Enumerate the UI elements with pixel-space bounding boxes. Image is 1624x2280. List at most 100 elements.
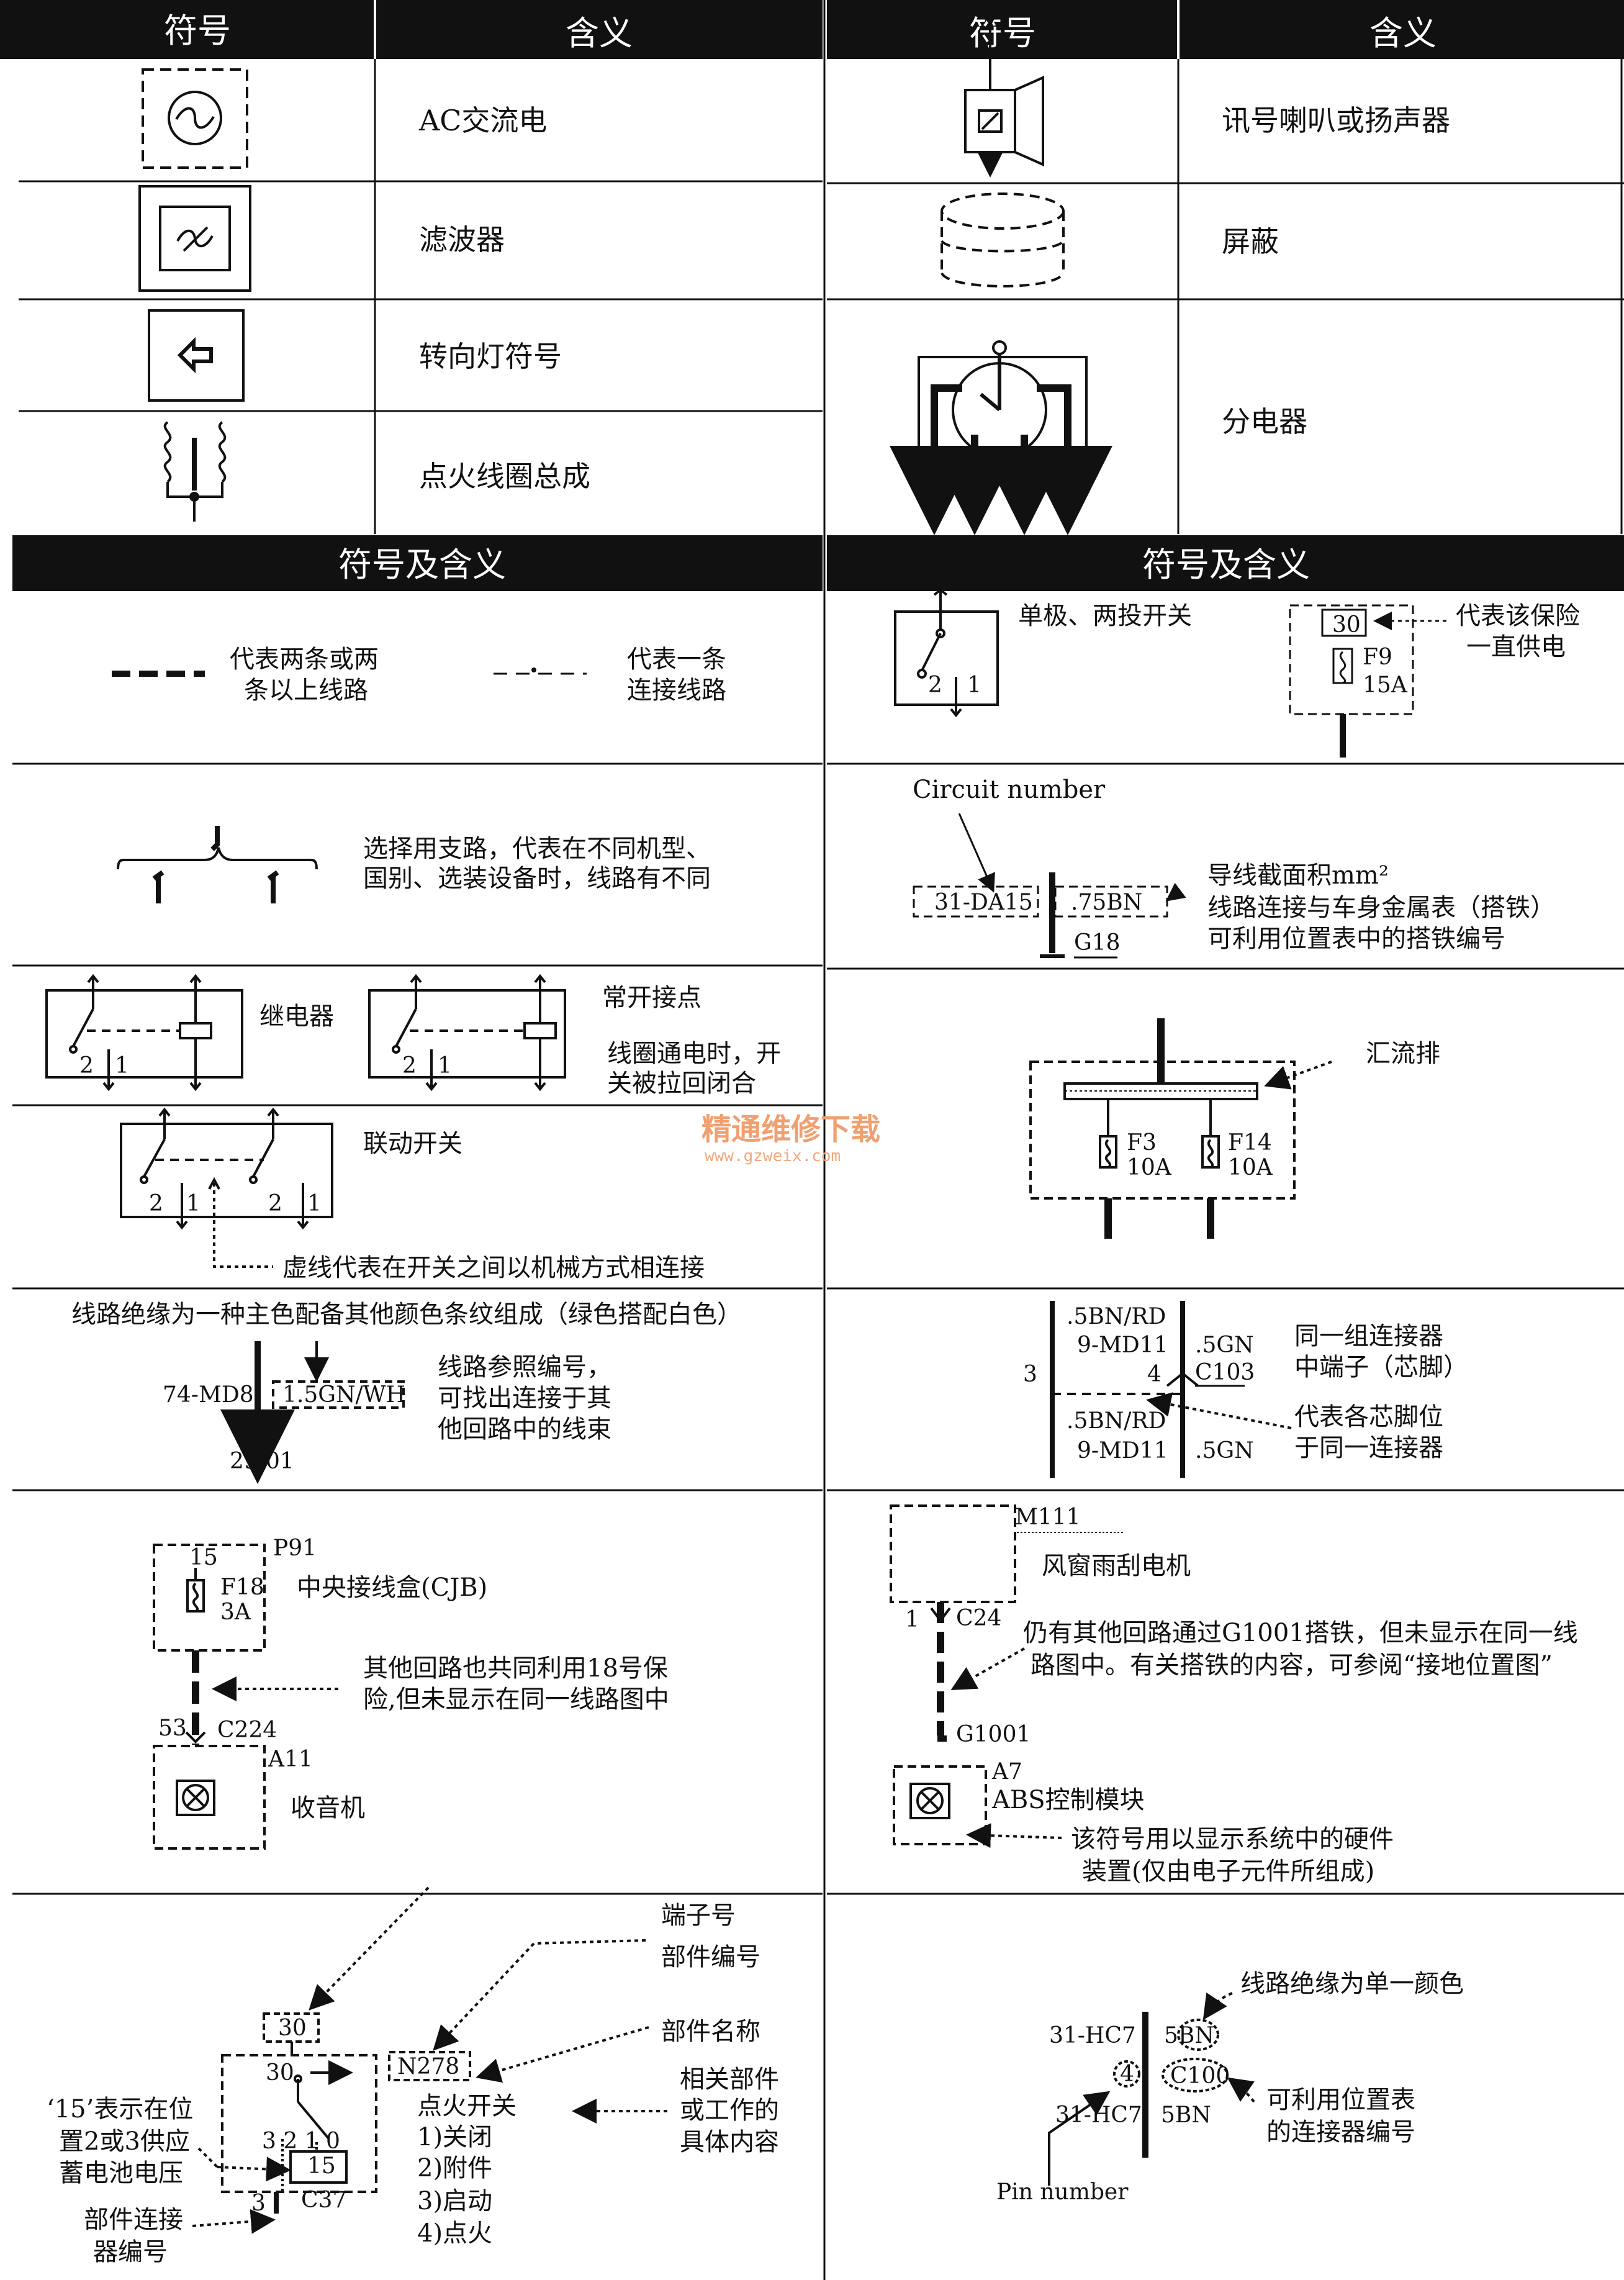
relay-note-1: 线圈通电时，开: [607, 1039, 781, 1068]
wire-single-symbol: [494, 667, 587, 675]
busbar-f1-name: F3: [1127, 1130, 1157, 1156]
relay-no-pin2: 2: [402, 1053, 417, 1079]
cjb-rating: 3A: [220, 1599, 251, 1625]
distributor-meaning: 分电器: [1222, 405, 1307, 438]
ign-related-2: 或工作的: [680, 2096, 779, 2125]
insulation-from: 74-MD8: [163, 1382, 254, 1408]
ign-conn-note-2: 器编号: [93, 2238, 168, 2266]
filter-icon: [138, 185, 251, 292]
ignition-coil-icon: [163, 421, 227, 522]
cjb-pin: 15: [189, 1545, 218, 1570]
distributor-icon: [890, 340, 1112, 535]
ign-inner-pin: 30: [266, 2060, 294, 2086]
circuit-ground: G18: [1074, 930, 1121, 956]
wire-single-label-1: 代表一条: [627, 645, 726, 674]
circuit-code: 31-DA15: [934, 890, 1033, 915]
ign-part-no: 部件编号: [661, 1943, 760, 1971]
wiper-connector: C24: [956, 1606, 1001, 1631]
ign-pin15: 15: [307, 2153, 336, 2179]
busbar-label: 汇流排: [1366, 1039, 1440, 1068]
insulation-to: 29-01: [230, 1449, 294, 1474]
section-right-header-bar: [827, 535, 1624, 591]
cjb-name: 中央接线盒(CJB): [297, 1573, 487, 1602]
ign-terminal-no: 端子号: [661, 1901, 736, 1930]
single-left-top: 31-HC7: [1049, 2023, 1136, 2048]
watermark-line1: 精通维修下载: [701, 1112, 880, 1147]
ignition-switch-symbol: [192, 1886, 667, 2234]
relay-symbol-nc: [45, 974, 243, 1092]
cjb-box: P91: [273, 1536, 317, 1561]
abs-name: ABS控制模块: [991, 1786, 1145, 1814]
wiper-motor-symbol: [890, 1504, 1124, 1848]
conn-bot-code: .5BN/RD: [1067, 1408, 1166, 1434]
wiper-pin: 1: [905, 1607, 919, 1632]
conn-note-1: 同一组连接器: [1294, 1322, 1443, 1350]
hw-note-2: 装置(仅由电子元件所组成): [1082, 1857, 1374, 1886]
wire-multi-label-2: 条以上线路: [244, 676, 368, 705]
cjb-note-2: 险,但未显示在同一线路图中: [363, 1685, 669, 1714]
horn-speaker-icon: [964, 2, 1044, 178]
ign-top-pin: 30: [278, 2015, 307, 2041]
single-color-wire-symbol: [1048, 1992, 1255, 2186]
ign-note15-2: 置2或3供应: [59, 2127, 190, 2156]
single-wire-bot: 5BN: [1161, 2102, 1211, 2128]
relay-no-label: 常开接点: [602, 984, 701, 1012]
hw-note-1: 该符号用以显示系统中的硬件: [1071, 1825, 1394, 1853]
ganged-switch-symbol: [120, 1107, 333, 1268]
section-right-header: 符号及含义: [1142, 545, 1310, 584]
ign-conn-note-1: 部件连接: [84, 2205, 183, 2234]
spdt-pin2: 2: [928, 672, 942, 698]
single-pin-number: Pin number: [996, 2179, 1129, 2205]
circuit-number-symbol: [913, 813, 1186, 958]
col-symbol-left: 符号: [164, 11, 231, 50]
ganged-label: 联动开关: [363, 1129, 462, 1158]
ganged-pin1-a: 1: [186, 1191, 201, 1216]
cjb-note-1: 其他回路也共同利用18号保: [363, 1654, 668, 1683]
busbar-f1-rating: 10A: [1127, 1155, 1172, 1180]
circuit-size: .75BN: [1071, 890, 1142, 915]
busbar-f2-rating: 10A: [1228, 1155, 1273, 1180]
fuse-f9-name: F9: [1363, 645, 1392, 670]
insulation-note-2: 可找出连接于其: [438, 1384, 611, 1413]
single-color-title: 线路绝缘为单一颜色: [1240, 1970, 1464, 1998]
ign-note15-1: ‘15’表示在位: [47, 2095, 193, 2124]
ign-related-1: 相关部件: [680, 2065, 779, 2094]
turn-signal-meaning: 转向灯符号: [419, 340, 562, 373]
wiper-ground: G1001: [956, 1722, 1031, 1747]
single-connector: C100: [1170, 2063, 1230, 2089]
conn-pin-mid: 4: [1147, 1362, 1162, 1387]
branch-label-1: 选择用支路，代表在不同机型、: [363, 835, 711, 863]
conn-name: C103: [1195, 1360, 1255, 1385]
cjb-c-pin: 53: [158, 1716, 187, 1741]
ganged-pin2-a: 2: [149, 1191, 163, 1216]
conn-note-2: 中端子（芯脚）: [1294, 1353, 1468, 1382]
ganged-pin2-b: 2: [268, 1191, 282, 1216]
relay-pin1: 1: [115, 1053, 129, 1079]
conn-pin-left: 3: [1023, 1362, 1037, 1387]
section-left-header-bar: [12, 535, 823, 591]
branch-symbol: [117, 826, 318, 903]
circuit-note-3: 可利用位置表中的搭铁编号: [1207, 925, 1505, 953]
ign-related-3: 具体内容: [680, 2128, 779, 2156]
wiper-note-2: 路图中。有关搭铁的内容，可参阅“接地位置图”: [1031, 1651, 1553, 1680]
fuse-f9-symbol: [1289, 604, 1446, 758]
wiper-code: M111: [1015, 1504, 1081, 1530]
conn-note-3: 代表各芯脚位: [1294, 1403, 1443, 1431]
ign-note15-3: 蓄电池电压: [59, 2159, 183, 2187]
ganged-pin1-b: 1: [307, 1191, 322, 1216]
top-right-header: [827, 0, 1624, 59]
watermark-line2: www.gzweix.com: [705, 1147, 841, 1165]
fuse-f9-top: 30: [1332, 612, 1361, 638]
connector-c103-symbol: [1050, 1301, 1292, 1478]
spdt-label: 单极、两投开关: [1018, 602, 1192, 630]
ign-opt3: 3)启动: [417, 2187, 492, 2215]
insulation-title: 线路绝缘为一种主色配备其他颜色条纹组成（绿色搭配白色）: [71, 1300, 742, 1329]
section-grid: [12, 762, 1624, 1895]
ign-part-code: N278: [397, 2054, 459, 2079]
conn-right-bot: .5GN: [1195, 1438, 1254, 1463]
conn-top-code: .5BN/RD: [1067, 1304, 1166, 1329]
relay-label: 继电器: [259, 1002, 334, 1031]
ign-connector: C37: [301, 2187, 346, 2213]
spdt-pin1: 1: [967, 672, 981, 698]
